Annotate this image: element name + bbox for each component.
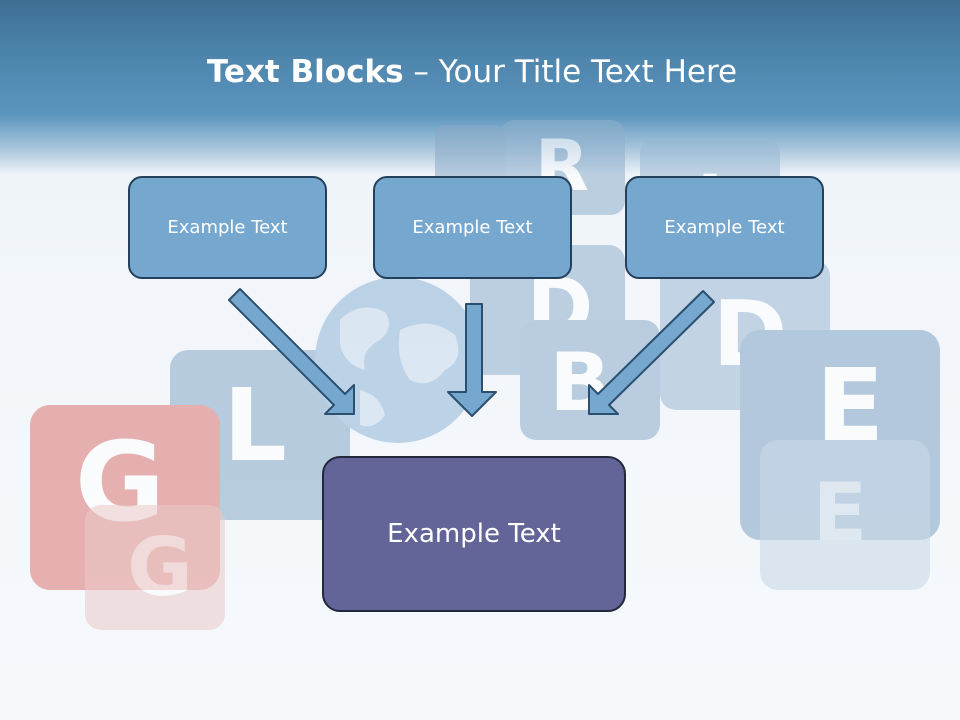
text-block-2-label: Example Text: [412, 217, 533, 238]
text-block-3-label: Example Text: [664, 217, 785, 238]
cube-letter-g-reflection: G: [127, 521, 193, 614]
text-block-1-label: Example Text: [167, 217, 288, 238]
globe-icon: [315, 277, 481, 443]
cube-top-left: [435, 125, 505, 185]
main-text-block-label: Example Text: [387, 519, 561, 549]
cube-g-reflection: G: [85, 505, 225, 630]
cube-letter-g: G: [75, 418, 165, 546]
main-text-block[interactable]: Example Text: [322, 456, 626, 612]
cube-letter-l: L: [223, 367, 287, 484]
cube-letter-e: E: [816, 347, 884, 464]
arrow-left: [228, 288, 355, 415]
text-block-2[interactable]: Example Text: [373, 176, 572, 279]
cube-e: E: [740, 330, 940, 540]
cube-e-reflection: E: [760, 440, 930, 590]
cube-letter-e-reflection: E: [813, 466, 868, 559]
arrow-right: [588, 290, 715, 415]
page-title: Text Blocks – Your Title Text Here: [0, 54, 944, 90]
arrow-center: [447, 303, 497, 417]
cube-g: G: [30, 405, 220, 590]
title-bold: Text Blocks: [206, 54, 404, 90]
title-rest: – Your Title Text Here: [403, 54, 738, 90]
text-block-3[interactable]: Example Text: [625, 176, 824, 279]
text-block-1[interactable]: Example Text: [128, 176, 327, 279]
